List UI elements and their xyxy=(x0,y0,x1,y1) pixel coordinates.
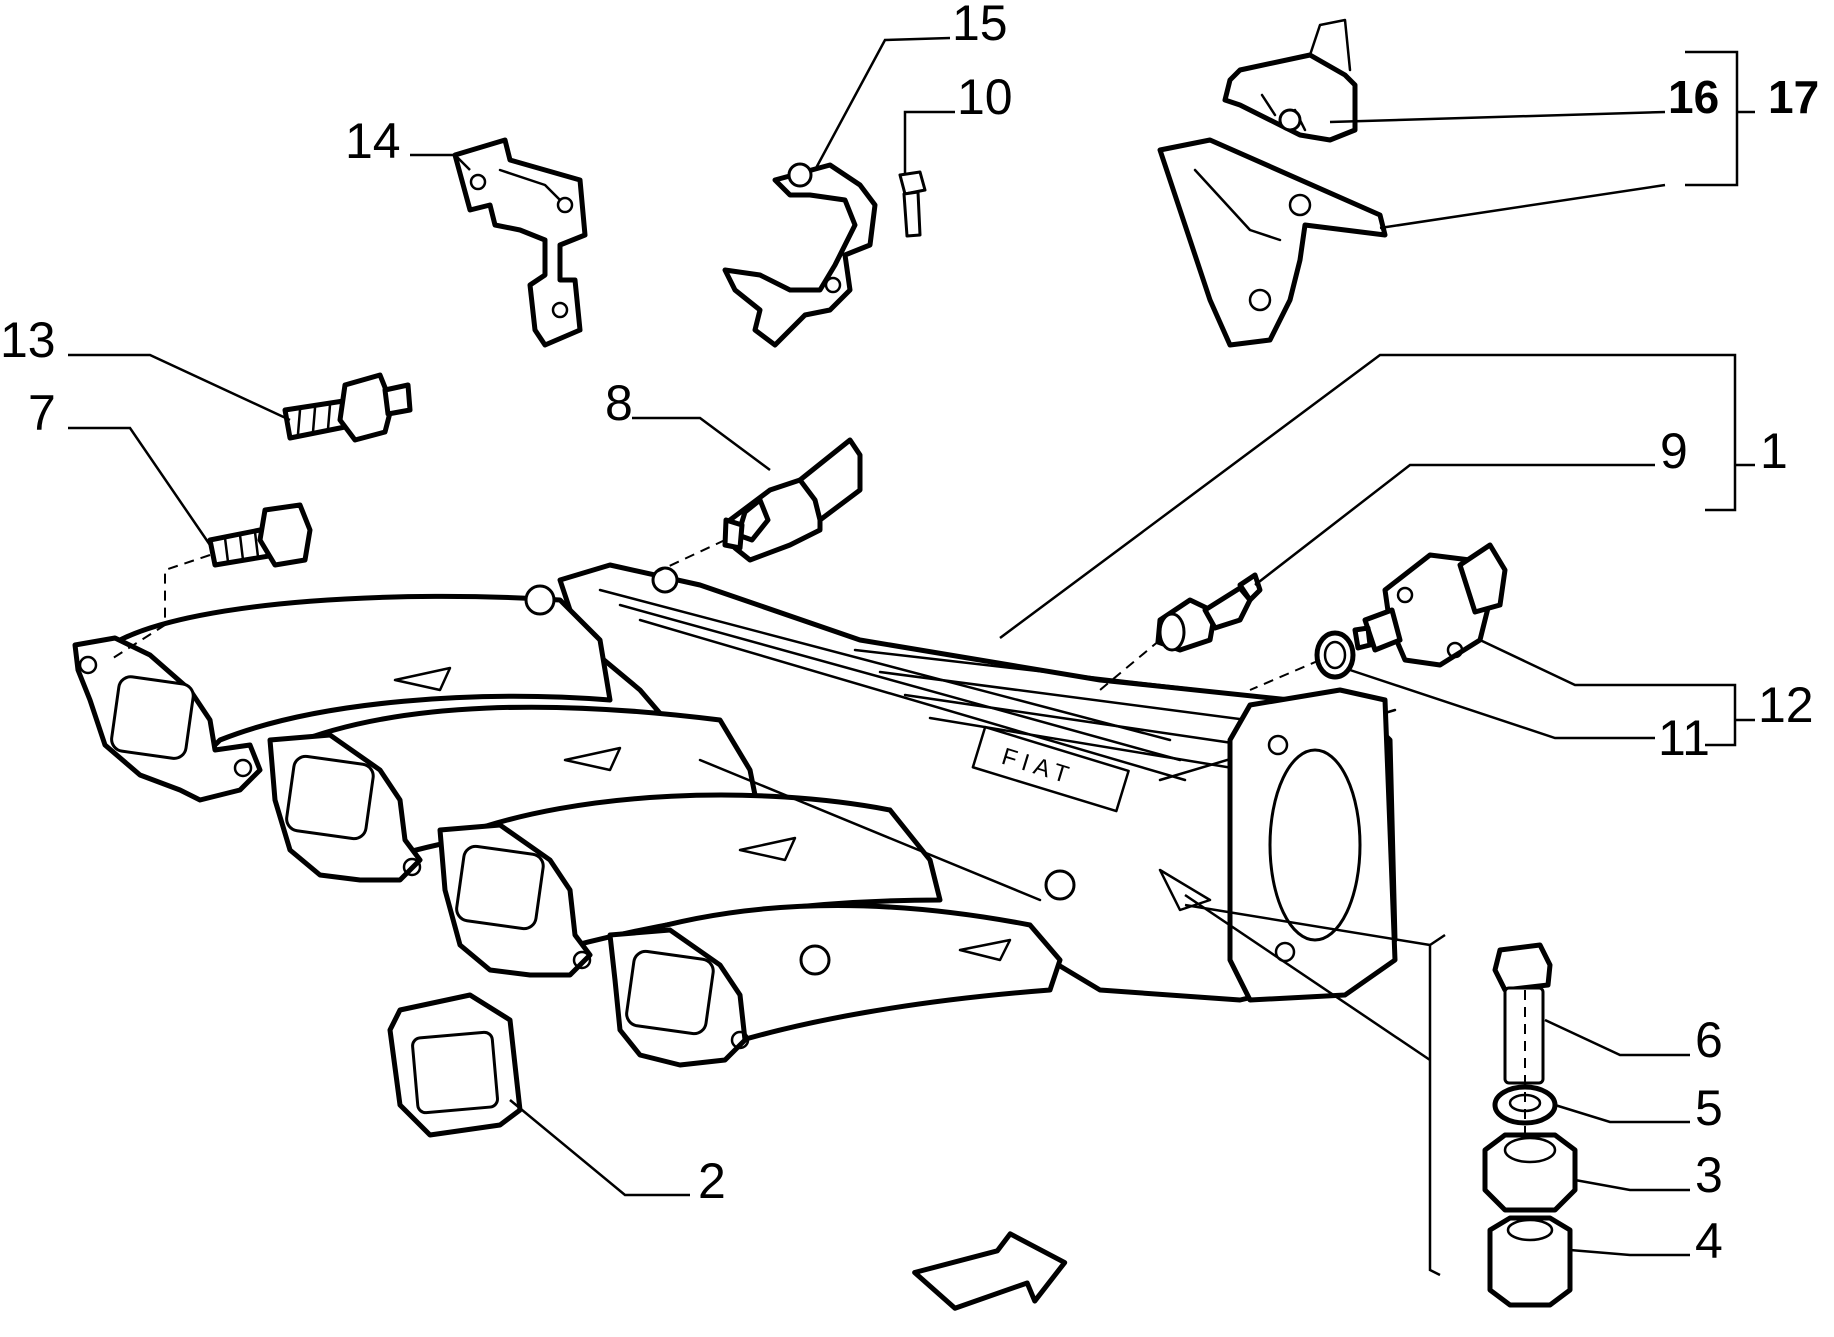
direction-arrow xyxy=(912,1231,1068,1311)
bracket-part-15 xyxy=(722,162,878,348)
label-14: 14 xyxy=(345,113,401,169)
screw-part-10 xyxy=(898,170,927,238)
spacer-part-4 xyxy=(1487,1215,1573,1308)
sensor-part-8 xyxy=(722,437,863,563)
actuator-part-12 xyxy=(1352,542,1508,668)
assembly-lines xyxy=(109,539,1526,1135)
callout-labels: 15 10 14 13 7 8 16 17 1 9 12 11 6 5 3 4 … xyxy=(0,0,1819,1269)
leader-lines xyxy=(68,36,1755,1277)
label-15: 15 xyxy=(952,0,1008,51)
label-1: 1 xyxy=(1760,423,1788,479)
intake-manifold: FIAT xyxy=(72,562,1398,1068)
label-8: 8 xyxy=(605,375,633,431)
clip-part-16 xyxy=(1222,18,1358,143)
label-12: 12 xyxy=(1758,677,1814,733)
support-part-17 xyxy=(1157,137,1388,348)
bolt-part-7 xyxy=(207,502,313,568)
label-9: 9 xyxy=(1660,423,1688,479)
label-5: 5 xyxy=(1695,1080,1723,1136)
label-3: 3 xyxy=(1695,1147,1723,1203)
label-2: 2 xyxy=(698,1153,726,1209)
label-13: 13 xyxy=(0,312,56,368)
stud-part-13 xyxy=(282,372,413,443)
label-17: 17 xyxy=(1768,71,1819,123)
bolt-part-6 xyxy=(1492,942,1553,1085)
label-7: 7 xyxy=(28,385,56,441)
label-6: 6 xyxy=(1695,1012,1723,1068)
sender-part-9 xyxy=(1155,572,1263,653)
label-10: 10 xyxy=(957,69,1013,125)
label-4: 4 xyxy=(1695,1213,1723,1269)
gasket-part-2 xyxy=(387,992,523,1138)
oring-part-11 xyxy=(1314,630,1356,680)
label-16: 16 xyxy=(1668,71,1719,123)
bracket-part-14 xyxy=(452,137,588,348)
label-11: 11 xyxy=(1658,710,1710,766)
nut-part-3 xyxy=(1482,1132,1578,1213)
